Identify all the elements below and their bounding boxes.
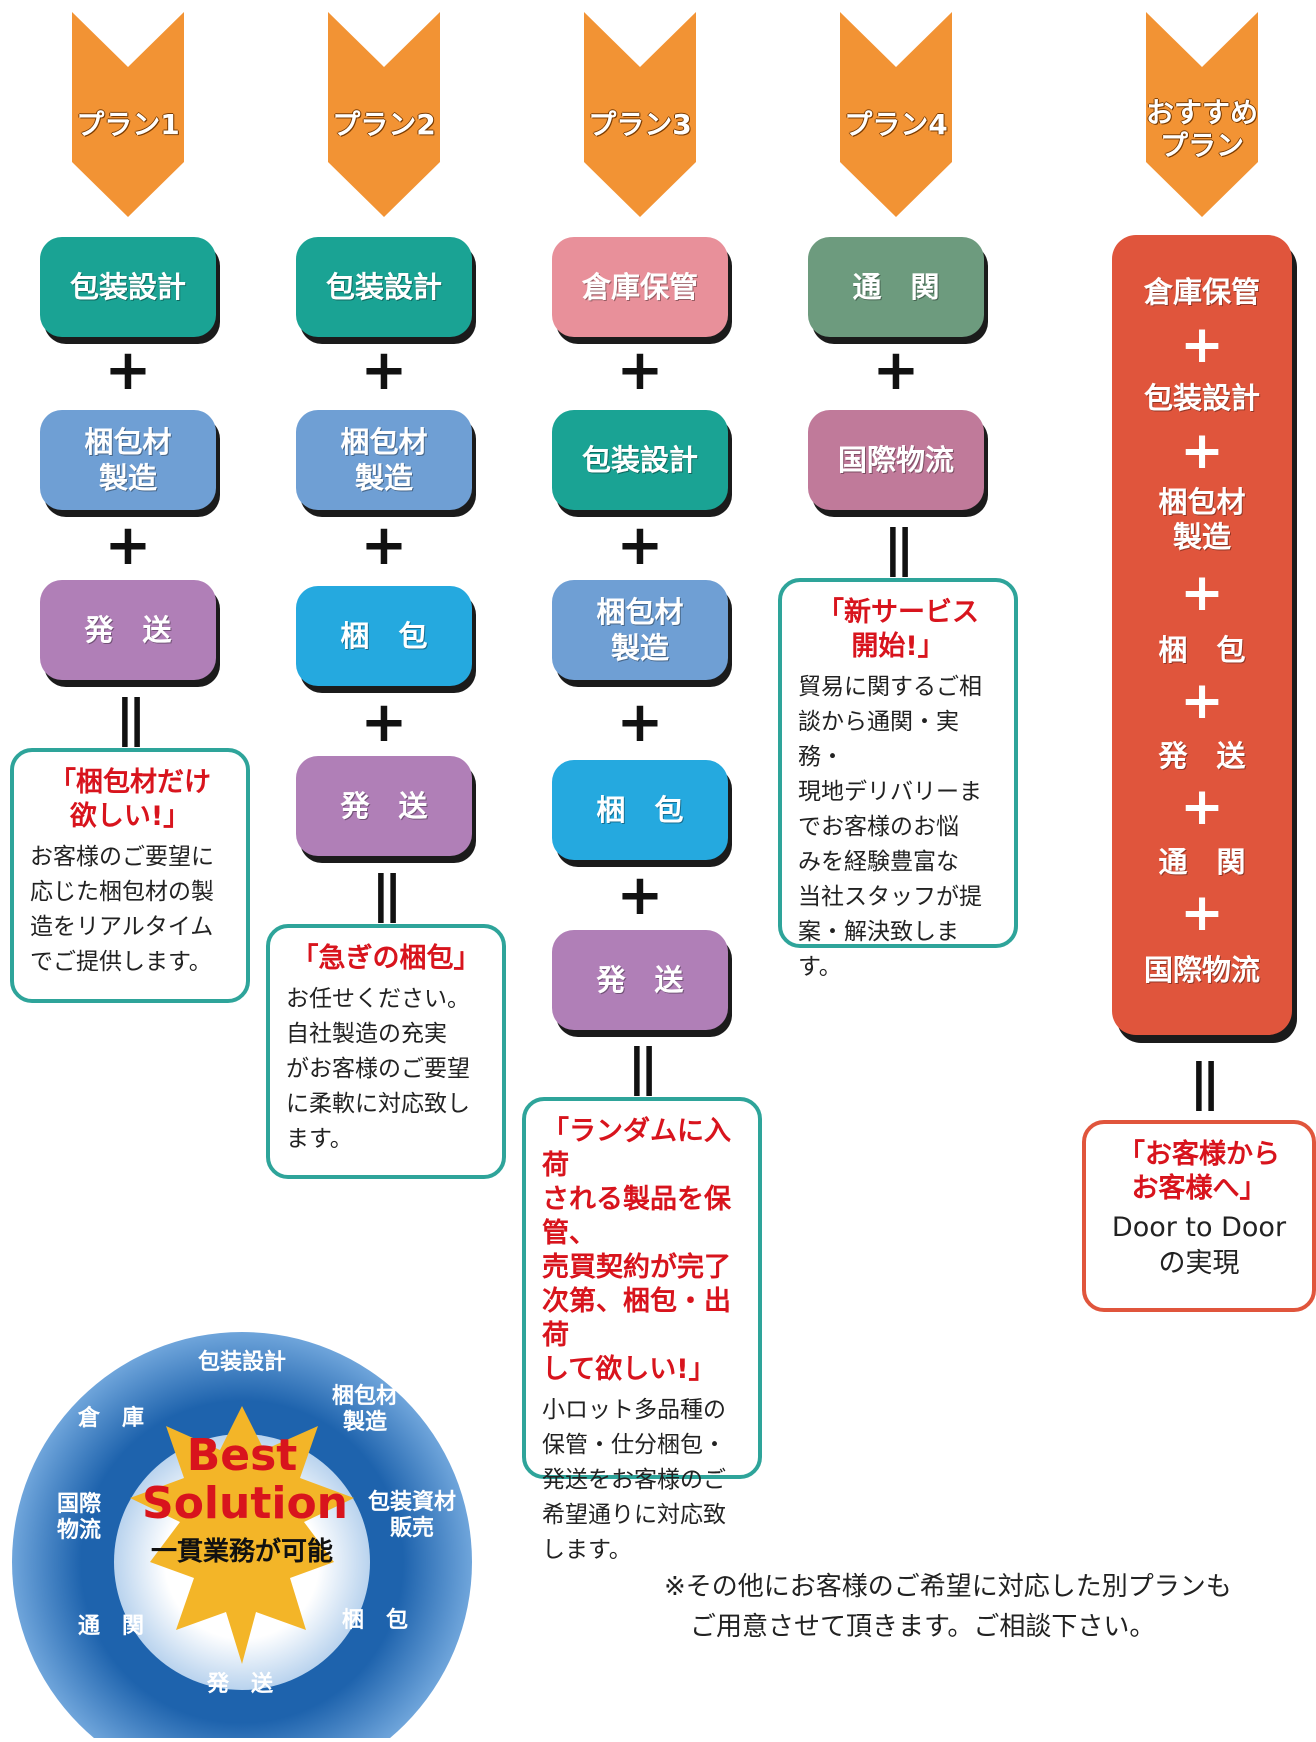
recommended-item-packaging-design: 包装設計 xyxy=(1143,381,1260,415)
plan-1-step-shipping: 発 送 xyxy=(40,580,216,680)
plan-1-step-packaging-design: 包装設計 xyxy=(40,237,216,337)
seal-title-best: Best xyxy=(186,1430,298,1481)
recommended-item-packing: 梱 包 xyxy=(1158,633,1246,667)
plan-2-step-packing: 梱 包 xyxy=(296,586,472,686)
plan-2-step-shipping: 発 送 xyxy=(296,756,472,856)
plan-1-chevron: プラン1 xyxy=(72,12,184,217)
plan-4-header: プラン4 xyxy=(844,108,948,141)
plan-3-step-warehouse: 倉庫保管 xyxy=(552,237,728,337)
equals-sign: || xyxy=(627,1038,659,1096)
plan-4-callout-body: 貿易に関するご相 談から通関・実務・ 現地デリバリーま でお客様のお悩 みを経験… xyxy=(798,674,982,980)
plus-sign: + xyxy=(360,513,408,578)
plan-3-step-packing: 梱 包 xyxy=(552,760,728,860)
best-solution-seal: Best Solution 一貫業務が可能 包装設計 梱包材 製造 包装資材 販… xyxy=(0,1300,480,1742)
plan-3-step-shipping: 発 送 xyxy=(552,930,728,1030)
equals-sign: || xyxy=(371,865,403,923)
seal-ring-material-mfg: 梱包材 製造 xyxy=(331,1384,398,1435)
plan-2-step-material-mfg: 梱包材 製造 xyxy=(296,410,472,510)
seal-ring-customs: 通 関 xyxy=(77,1614,144,1639)
seal-ring-packaging-design: 包装設計 xyxy=(197,1350,286,1375)
recommended-callout-head: 「お客様から お客様へ」 xyxy=(1118,1139,1280,1204)
plan-3-chevron: プラン3 xyxy=(584,12,696,217)
plus-sign: + xyxy=(616,338,664,403)
plus-sign: + xyxy=(1180,883,1224,943)
plus-sign: + xyxy=(360,338,408,403)
plan-4-callout-head: 「新サービス 開始!」 xyxy=(817,597,979,662)
plus-sign: + xyxy=(1180,563,1224,623)
plan-3-callout-body: 小ロット多品種の 保管・仕分梱包・ 発送をお客様のご 希望通りに対応致 します。 xyxy=(542,1397,726,1563)
plus-sign: + xyxy=(616,690,664,755)
recommended-chevron: おすすめ プラン xyxy=(1146,12,1258,217)
plan-4-step-intl-logistics: 国際物流 xyxy=(808,410,984,510)
plan-4-chevron: プラン4 xyxy=(840,12,952,217)
recommended-item-customs: 通 関 xyxy=(1158,845,1246,879)
equals-sign: || xyxy=(883,519,915,577)
plus-sign: + xyxy=(1180,421,1224,481)
seal-ring-warehouse: 倉 庫 xyxy=(77,1406,144,1431)
seal-ring-intl-logistics: 国際 物流 xyxy=(56,1492,101,1543)
plan-1-step-material-mfg: 梱包材 製造 xyxy=(40,410,216,510)
plan-3-callout: 「ランダムに入荷 される製品を保管、 売買契約が完了 次第、梱包・出荷 して欲し… xyxy=(522,1097,762,1563)
plan-2-callout: 「急ぎの梱包」 お任せください。 自社製造の充実 がお客様のご要望 に柔軟に対応… xyxy=(266,924,506,1179)
plus-sign: + xyxy=(616,863,664,928)
plus-sign: + xyxy=(1180,777,1224,837)
recommended-item-material-mfg: 梱包材 製造 xyxy=(1158,485,1246,554)
plan-4-callout: 「新サービス 開始!」 貿易に関するご相 談から通関・実務・ 現地デリバリーま … xyxy=(778,578,1018,980)
plan-3-header: プラン3 xyxy=(588,108,692,141)
equals-sign: || xyxy=(115,689,147,747)
plan-4-step-customs: 通 関 xyxy=(808,237,984,337)
seal-graphic xyxy=(12,1332,472,1742)
plan-1-callout: 「梱包材だけ 欲しい!」 お客様のご要望に 応じた梱包材の製 造をリアルタイム … xyxy=(10,748,250,1003)
plan-3-callout-head: 「ランダムに入荷 される製品を保管、 売買契約が完了 次第、梱包・出荷 して欲し… xyxy=(542,1116,731,1385)
plan-1-header: プラン1 xyxy=(76,108,180,141)
plan-3-step-material-mfg: 梱包材 製造 xyxy=(552,580,728,680)
plus-sign: + xyxy=(360,690,408,755)
recommended-item-intl-logistics: 国際物流 xyxy=(1143,953,1260,987)
equals-sign: || xyxy=(1189,1053,1221,1111)
plus-sign: + xyxy=(872,338,920,403)
plus-sign: + xyxy=(1180,315,1224,375)
seal-ring-materials-sales: 包装資材 販売 xyxy=(367,1490,456,1541)
plan-2-header: プラン2 xyxy=(332,108,436,141)
plan-2-callout-body: お任せください。 自社製造の充実 がお客様のご要望 に柔軟に対応致し ます。 xyxy=(286,986,470,1152)
plan-2-chevron: プラン2 xyxy=(328,12,440,217)
recommended-item-warehouse: 倉庫保管 xyxy=(1143,275,1260,309)
plus-sign: + xyxy=(104,338,152,403)
recommended-callout: 「お客様から お客様へ」 Door to Door の実現 xyxy=(1082,1120,1316,1312)
footnote: ※その他にお客様のご希望に対応した別プランも ご用意させて頂きます。ご相談下さい… xyxy=(664,1572,1232,1642)
seal-subtitle: 一貫業務が可能 xyxy=(150,1537,333,1567)
seal-ring-packing: 梱 包 xyxy=(341,1608,408,1633)
recommended-callout-body: Door to Door の実現 xyxy=(1111,1212,1287,1279)
plan-1-callout-head: 「梱包材だけ 欲しい!」 xyxy=(49,767,211,832)
seal-ring-shipping: 発 送 xyxy=(206,1672,273,1697)
plan-3-step-packaging-design: 包装設計 xyxy=(552,410,728,510)
seal-title-solution: Solution xyxy=(142,1478,348,1529)
plan-2-step-packaging-design: 包装設計 xyxy=(296,237,472,337)
plus-sign: + xyxy=(1180,671,1224,731)
plus-sign: + xyxy=(616,513,664,578)
recommended-plan-box: 倉庫保管 + 包装設計 + 梱包材 製造 + 梱 包 + 発 送 + 通 関 +… xyxy=(1112,235,1292,1035)
plan-2-callout-head: 「急ぎの梱包」 xyxy=(291,943,481,974)
recommended-item-shipping: 発 送 xyxy=(1158,739,1246,773)
plus-sign: + xyxy=(104,513,152,578)
recommended-header: おすすめ プラン xyxy=(1146,96,1259,162)
plan-1-callout-body: お客様のご要望に 応じた梱包材の製 造をリアルタイム でご提供します。 xyxy=(30,844,214,975)
